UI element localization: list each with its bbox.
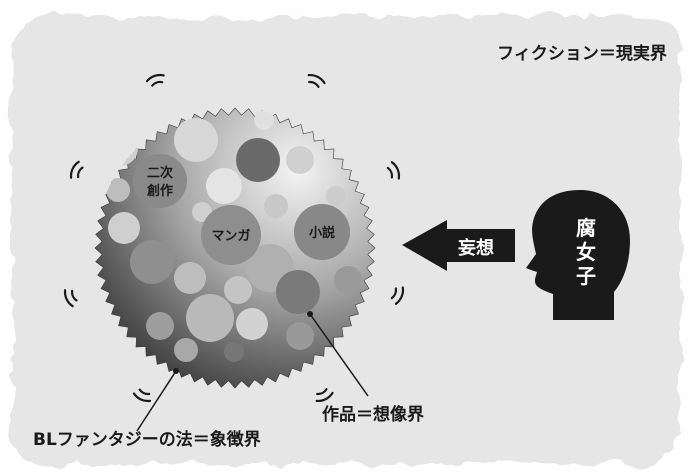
sphere-bubble [108, 212, 140, 244]
bubble-manga: マンガ [201, 205, 261, 265]
sphere-bubble [326, 186, 346, 206]
head-text-3: 子 [576, 264, 596, 288]
leader-dot-work [307, 311, 313, 317]
sphere-bubble [174, 118, 218, 162]
vibration-arc [386, 166, 394, 179]
leader-line-law [136, 370, 177, 432]
vibration-arc [394, 286, 405, 305]
vibration-arc [151, 80, 164, 87]
vibration-arc [315, 391, 334, 403]
vibration-arc [307, 73, 326, 85]
vibration-arc [132, 392, 152, 403]
leader-line-work [309, 313, 369, 397]
bubble-niji-line1: 二次 [147, 165, 173, 181]
vibration-arc [390, 287, 398, 300]
bubble-shousetsu: 小説 [294, 204, 350, 260]
sphere-bubble [254, 110, 274, 130]
vibration-arc [316, 388, 328, 396]
fujoshi-head-icon [526, 190, 630, 320]
delusion-arrow [402, 220, 515, 271]
bubble-shousetsu-label: 小説 [309, 225, 335, 241]
sphere-bubble [236, 138, 280, 182]
caption-bl-law: BLファンタジーの法＝象徴界 [33, 429, 261, 450]
vibration-arc [69, 160, 80, 179]
sphere-bubble [286, 146, 314, 174]
sphere-bubble [264, 194, 288, 218]
leader-dot-law [173, 368, 179, 374]
vibration-arc [138, 388, 151, 396]
sphere-bubble [174, 262, 206, 294]
sphere-bubble [286, 322, 314, 350]
vibration-arc [145, 73, 165, 83]
vibration-marks [63, 73, 405, 403]
vibration-arc [63, 289, 74, 308]
bubble-manga-label: マンガ [211, 229, 250, 244]
sphere-bubble [130, 240, 174, 284]
vibration-arc [308, 80, 320, 88]
bubble-niji-line2: 創作 [146, 183, 173, 199]
head-text-2: 女 [576, 240, 596, 264]
sphere-bubble [276, 270, 320, 314]
sphere-bubble [174, 338, 198, 362]
sphere-bubble [224, 342, 244, 362]
sphere-bubble [146, 312, 174, 340]
delusion-arrow-label: 妄想 [458, 237, 494, 259]
sphere-bubble [186, 294, 234, 342]
caption-work: 作品＝想像界 [322, 404, 424, 425]
bubble-niji-sousaku: 二次 創作 [133, 154, 187, 208]
vibration-arc [70, 289, 78, 302]
head-text-1: 腐 [576, 216, 596, 240]
sphere-bubble [206, 168, 242, 204]
vibration-arc [390, 161, 401, 180]
sphere-bubble [334, 266, 362, 294]
frame-label: フィクション＝現実界 [497, 43, 667, 64]
vibration-arc [76, 166, 84, 179]
sphere-bubble [224, 276, 252, 304]
sphere-bubble [236, 308, 268, 340]
sphere-bubble [106, 178, 130, 202]
